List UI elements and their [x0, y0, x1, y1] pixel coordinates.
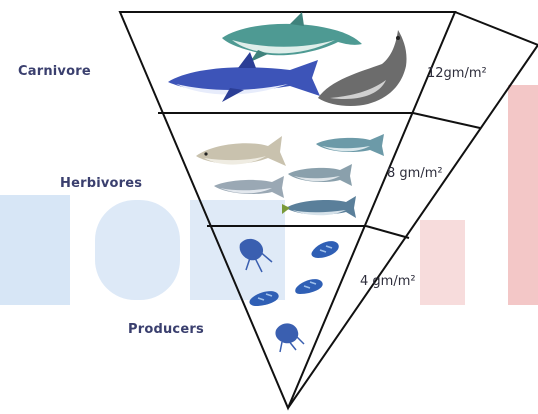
plankton-icon — [295, 279, 322, 294]
dolphin-icon — [222, 12, 362, 62]
large-fish-icon — [196, 136, 286, 166]
producers-biomass-label: 4 gm/m² — [360, 274, 416, 289]
plankton-icon — [240, 239, 272, 272]
herbivores-label: Herbivores — [60, 176, 142, 191]
carnivore-label: Carnivore — [18, 64, 91, 79]
small-fish-icon — [316, 134, 384, 156]
plankton-icon — [311, 241, 338, 258]
side-divider-1 — [413, 113, 480, 128]
shark-icon — [168, 52, 320, 102]
carnivore-biomass-label: 12gm/m² — [427, 66, 487, 81]
plankton-icon — [275, 323, 304, 352]
small-fish-icon — [214, 176, 284, 198]
herbivores-biomass-label: 8 gm/m² — [387, 166, 443, 181]
producers-label: Producers — [128, 322, 204, 337]
side-divider-2 — [366, 226, 409, 238]
plankton-icon — [249, 291, 278, 306]
small-fish-icon — [282, 196, 356, 218]
small-fish-icon — [288, 164, 352, 186]
